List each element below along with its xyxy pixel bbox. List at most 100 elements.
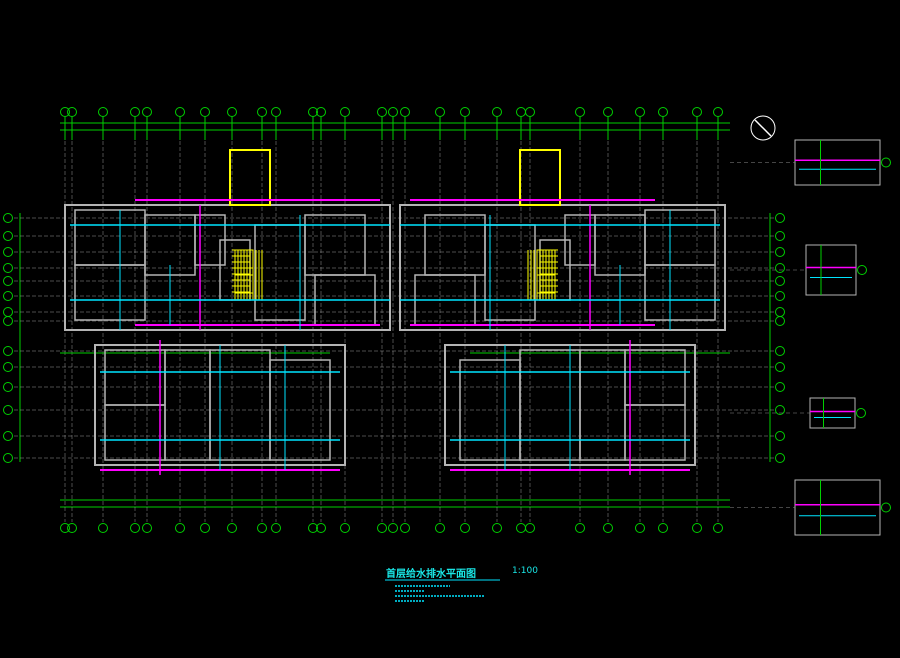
axis-bubble-bottom bbox=[60, 523, 70, 533]
axis-bubble-top bbox=[435, 107, 445, 117]
axis-bubble-bottom bbox=[377, 523, 387, 533]
axis-bubble-bottom bbox=[575, 523, 585, 533]
axis-bubble-top bbox=[142, 107, 152, 117]
axis-bubble-right bbox=[775, 405, 785, 415]
axis-bubble-top bbox=[603, 107, 613, 117]
axis-bubble-top bbox=[400, 107, 410, 117]
axis-bubble-left bbox=[3, 276, 13, 286]
room-wall bbox=[74, 264, 146, 321]
room-wall bbox=[164, 349, 211, 461]
axis-bubble-top bbox=[658, 107, 668, 117]
axis-bubble-right bbox=[775, 307, 785, 317]
drawing-title: 首层给水排水平面图 bbox=[386, 569, 476, 580]
axis-bubble-left bbox=[3, 263, 13, 273]
axis-bubble-bottom bbox=[142, 523, 152, 533]
axis-bubble-right bbox=[775, 291, 785, 301]
axis-bubble-bottom bbox=[98, 523, 108, 533]
wall-outline-upper bbox=[399, 204, 726, 331]
detail-axis-bubble bbox=[881, 157, 891, 168]
room-wall bbox=[209, 349, 271, 461]
axis-bubble-bottom bbox=[175, 523, 185, 533]
detail-axis-bubble bbox=[881, 502, 891, 513]
elevator-car bbox=[234, 249, 254, 269]
axis-bubble-bottom bbox=[227, 523, 237, 533]
axis-bubble-top bbox=[575, 107, 585, 117]
axis-bubble-top bbox=[98, 107, 108, 117]
room-wall bbox=[459, 359, 521, 461]
axis-bubble-left bbox=[3, 346, 13, 356]
drawing-scale: 1:100 bbox=[512, 566, 538, 576]
axis-bubble-top bbox=[130, 107, 140, 117]
axis-bubble-right bbox=[775, 213, 785, 223]
axis-bubble-bottom bbox=[435, 523, 445, 533]
axis-bubble-bottom bbox=[658, 523, 668, 533]
axis-bubble-left bbox=[3, 382, 13, 392]
axis-bubble-bottom bbox=[400, 523, 410, 533]
axis-bubble-bottom bbox=[460, 523, 470, 533]
axis-bubble-right bbox=[775, 231, 785, 241]
room-wall bbox=[519, 349, 581, 461]
axis-bubble-top bbox=[60, 107, 70, 117]
north-arrow-pointer bbox=[754, 119, 772, 137]
axis-bubble-right bbox=[775, 431, 785, 441]
axis-bubble-top bbox=[635, 107, 645, 117]
axis-bubble-top bbox=[257, 107, 267, 117]
axis-bubble-left bbox=[3, 291, 13, 301]
room-wall bbox=[624, 404, 686, 461]
axis-bubble-right bbox=[775, 453, 785, 463]
axis-bubble-bottom bbox=[271, 523, 281, 533]
stair-landing bbox=[519, 149, 561, 206]
axis-bubble-bottom bbox=[316, 523, 326, 533]
axis-bubble-bottom bbox=[200, 523, 210, 533]
axis-bubble-right bbox=[775, 362, 785, 372]
axis-bubble-left bbox=[3, 316, 13, 326]
elevator-car bbox=[536, 249, 556, 269]
axis-bubble-top bbox=[175, 107, 185, 117]
detail-drawing bbox=[794, 479, 881, 536]
axis-bubble-bottom bbox=[257, 523, 267, 533]
axis-bubble-right bbox=[775, 382, 785, 392]
axis-bubble-left bbox=[3, 431, 13, 441]
axis-bubble-top bbox=[492, 107, 502, 117]
axis-bubble-top bbox=[692, 107, 702, 117]
detail-drawing bbox=[794, 139, 881, 186]
axis-bubble-right bbox=[775, 346, 785, 356]
axis-bubble-bottom bbox=[340, 523, 350, 533]
room-wall bbox=[269, 359, 331, 461]
axis-bubble-left bbox=[3, 453, 13, 463]
axis-bubble-bottom bbox=[692, 523, 702, 533]
axis-bubble-right bbox=[775, 263, 785, 273]
axis-bubble-left bbox=[3, 213, 13, 223]
axis-bubble-bottom bbox=[516, 523, 526, 533]
axis-bubble-top bbox=[200, 107, 210, 117]
detail-axis-bubble bbox=[856, 408, 866, 418]
axis-bubble-left bbox=[3, 405, 13, 415]
elevator-car bbox=[536, 274, 556, 294]
axis-bubble-top bbox=[340, 107, 350, 117]
axis-bubble-top bbox=[308, 107, 318, 117]
axis-bubble-top bbox=[713, 107, 723, 117]
axis-bubble-bottom bbox=[308, 523, 318, 533]
axis-bubble-left bbox=[3, 247, 13, 257]
axis-bubble-top bbox=[525, 107, 535, 117]
axis-bubble-left bbox=[3, 231, 13, 241]
axis-bubble-top bbox=[388, 107, 398, 117]
north-arrow-icon bbox=[750, 115, 776, 141]
axis-bubble-left bbox=[3, 307, 13, 317]
axis-bubble-bottom bbox=[635, 523, 645, 533]
axis-bubble-top bbox=[316, 107, 326, 117]
stair-landing bbox=[229, 149, 271, 206]
axis-bubble-bottom bbox=[388, 523, 398, 533]
axis-bubble-top bbox=[67, 107, 77, 117]
axis-bubble-bottom bbox=[713, 523, 723, 533]
axis-bubble-top bbox=[271, 107, 281, 117]
axis-bubble-top bbox=[460, 107, 470, 117]
room-wall bbox=[424, 214, 486, 276]
wall-outline-upper bbox=[64, 204, 391, 331]
axis-bubble-bottom bbox=[67, 523, 77, 533]
axis-bubble-bottom bbox=[492, 523, 502, 533]
room-wall bbox=[624, 349, 686, 406]
axis-bubble-left bbox=[3, 362, 13, 372]
